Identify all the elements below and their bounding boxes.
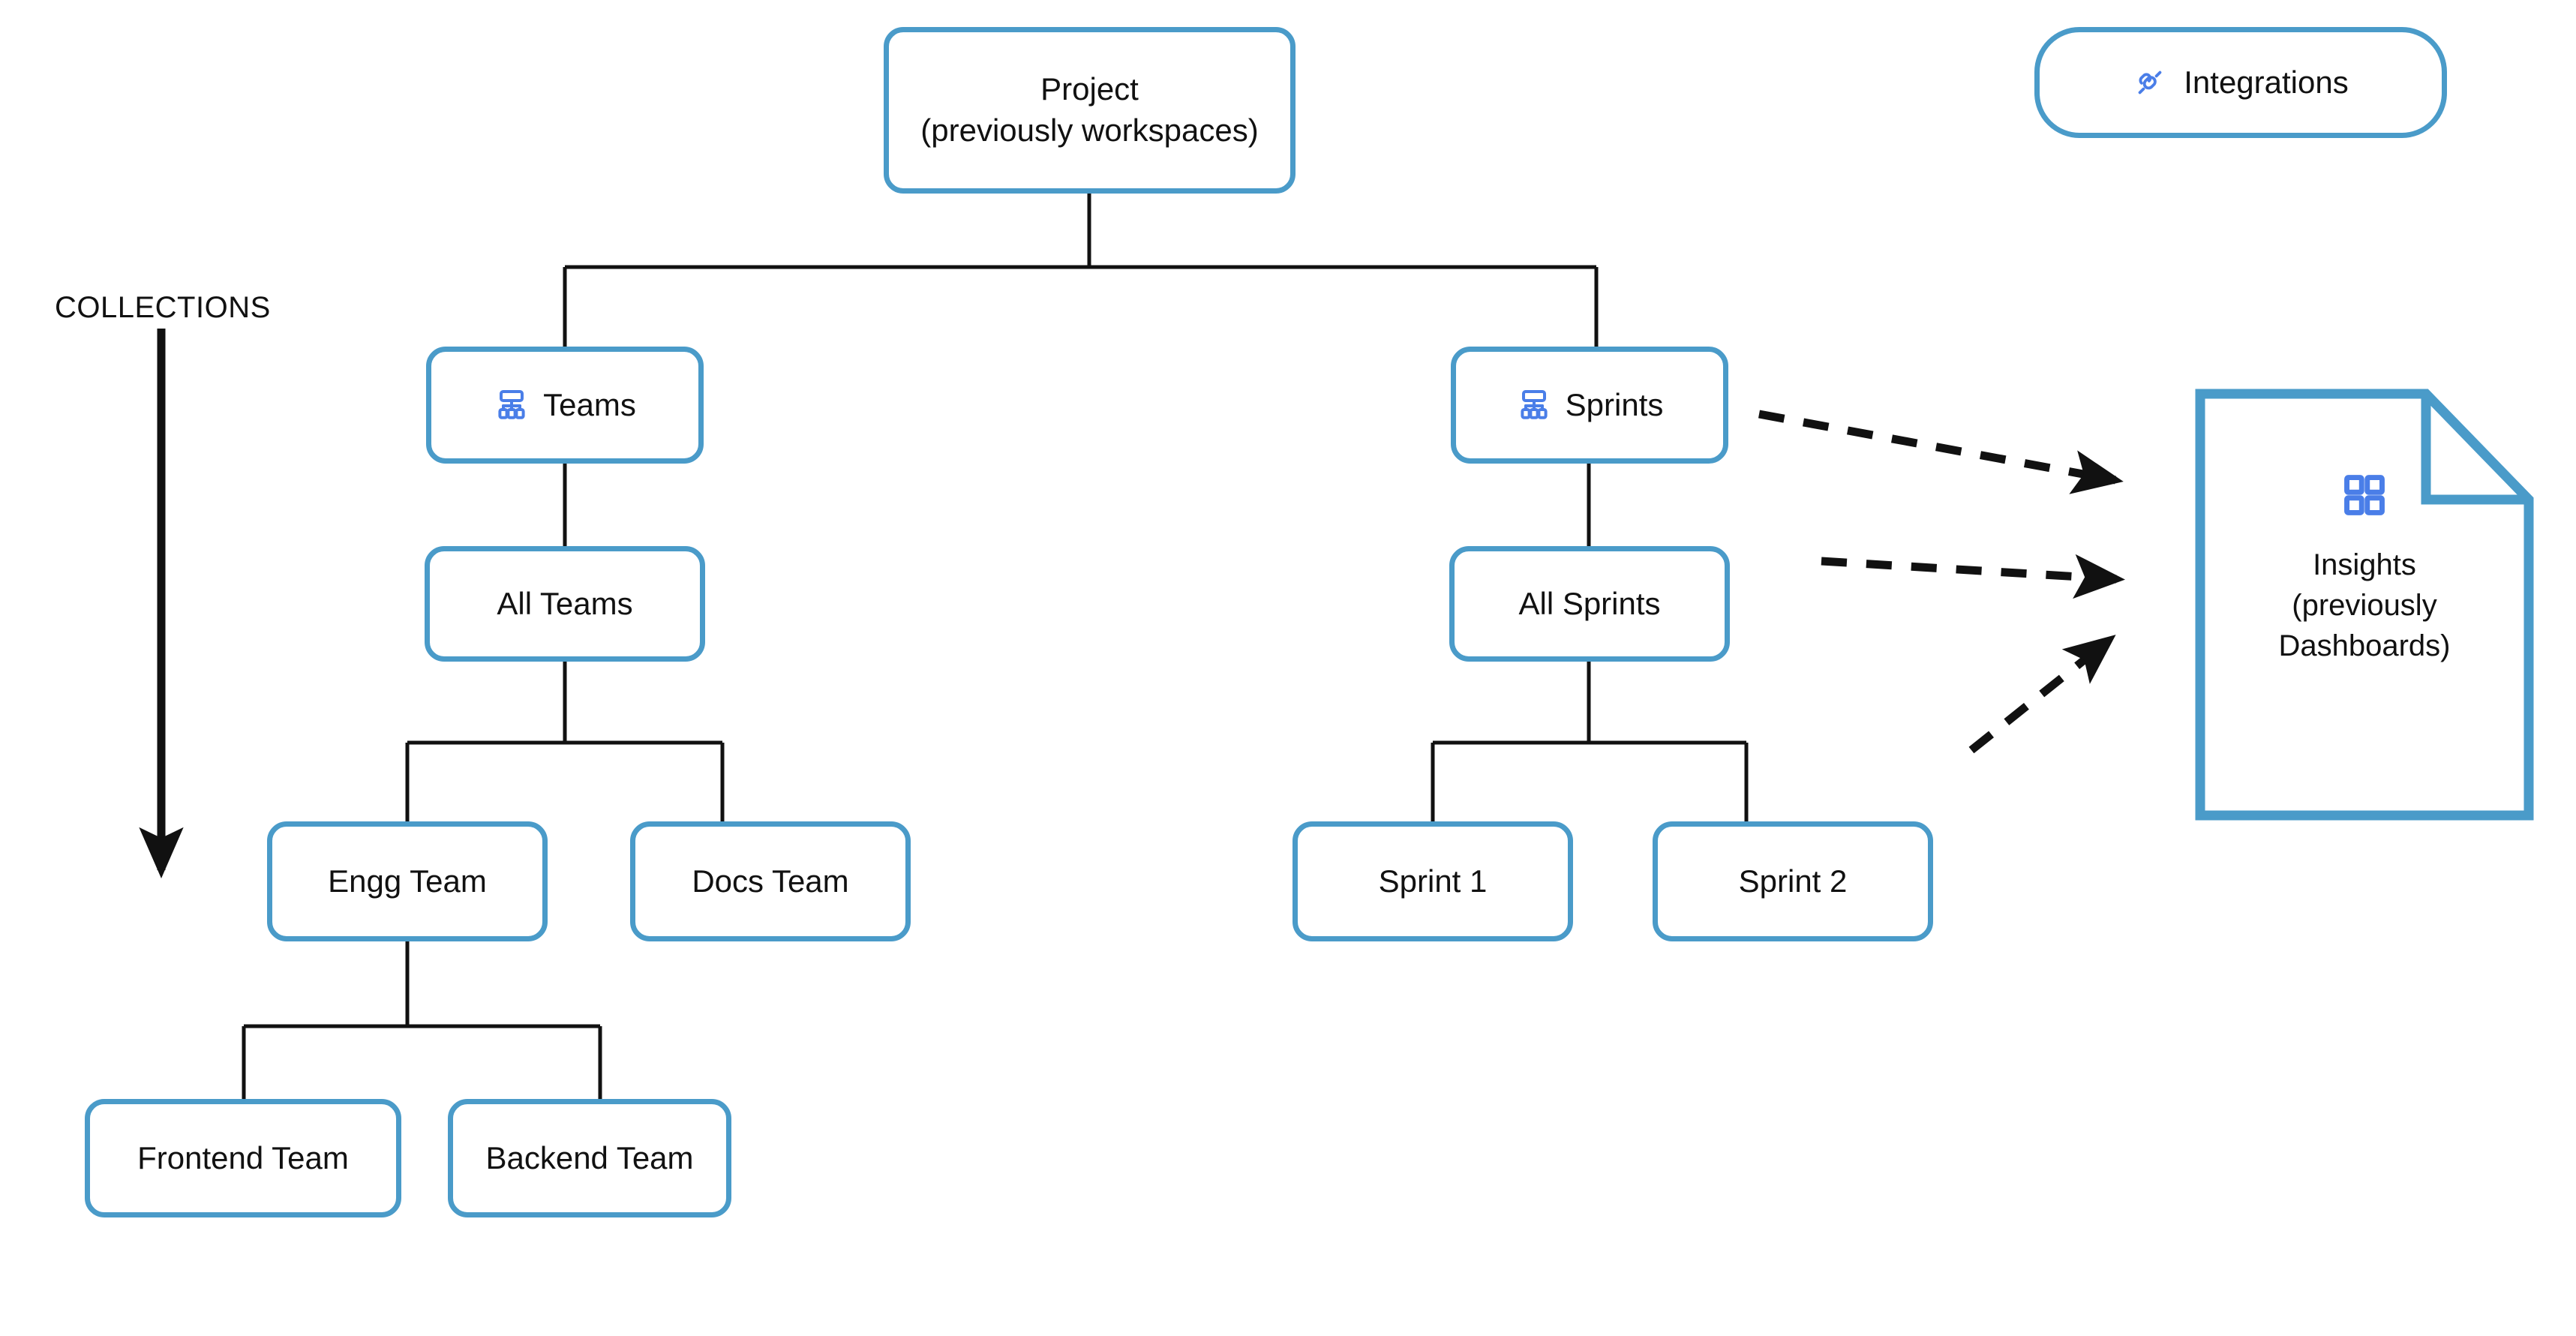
node-sprint-1[interactable]: Sprint 1 — [1293, 821, 1573, 941]
node-integrations-label: Integrations — [2184, 65, 2349, 100]
node-teams[interactable]: Teams — [426, 347, 704, 464]
node-insights[interactable]: Insights (previously Dashboards) — [2195, 389, 2534, 821]
node-all-sprints[interactable]: All Sprints — [1449, 546, 1730, 662]
insights-icon-wrap — [2195, 471, 2534, 519]
node-integrations[interactable]: Integrations — [2034, 27, 2447, 138]
node-all-sprints-label: All Sprints — [1518, 585, 1661, 621]
node-frontend-team[interactable]: Frontend Team — [85, 1099, 401, 1217]
node-sprint-2[interactable]: Sprint 2 — [1653, 821, 1933, 941]
collections-caption: COLLECTIONS — [55, 291, 271, 324]
edge-sprint2-insights-dashed — [1968, 635, 2116, 754]
node-sprints-label: Sprints — [1565, 386, 1664, 422]
node-frontend-team-label: Frontend Team — [137, 1139, 349, 1175]
edge-allsprints-insights-dashed — [1821, 554, 2125, 599]
node-engg-team[interactable]: Engg Team — [267, 821, 548, 941]
node-project[interactable]: Project (previously workspaces) — [884, 27, 1296, 194]
node-sprint-1-label: Sprint 1 — [1378, 863, 1488, 899]
grid-2x2-icon — [2340, 471, 2388, 519]
node-engg-team-label: Engg Team — [328, 863, 487, 899]
node-teams-label: Teams — [543, 386, 636, 422]
node-all-teams-label: All Teams — [497, 585, 633, 621]
hierarchy-icon — [494, 387, 530, 423]
node-docs-team-label: Docs Team — [692, 863, 849, 899]
node-docs-team[interactable]: Docs Team — [630, 821, 911, 941]
node-insights-label: Insights (previously Dashboards) — [2278, 548, 2451, 662]
node-sprints[interactable]: Sprints — [1451, 347, 1728, 464]
node-project-label: Project (previously workspaces) — [920, 71, 1259, 148]
node-backend-team[interactable]: Backend Team — [448, 1099, 731, 1217]
edge-sprints-insights-dashed — [1758, 410, 2124, 494]
node-backend-team-label: Backend Team — [485, 1139, 694, 1175]
plug-connector-icon — [2133, 65, 2167, 100]
insights-document-shape — [2195, 389, 2534, 821]
node-sprint-2-label: Sprint 2 — [1738, 863, 1848, 899]
hierarchy-icon — [1516, 387, 1552, 423]
node-all-teams[interactable]: All Teams — [425, 546, 705, 662]
